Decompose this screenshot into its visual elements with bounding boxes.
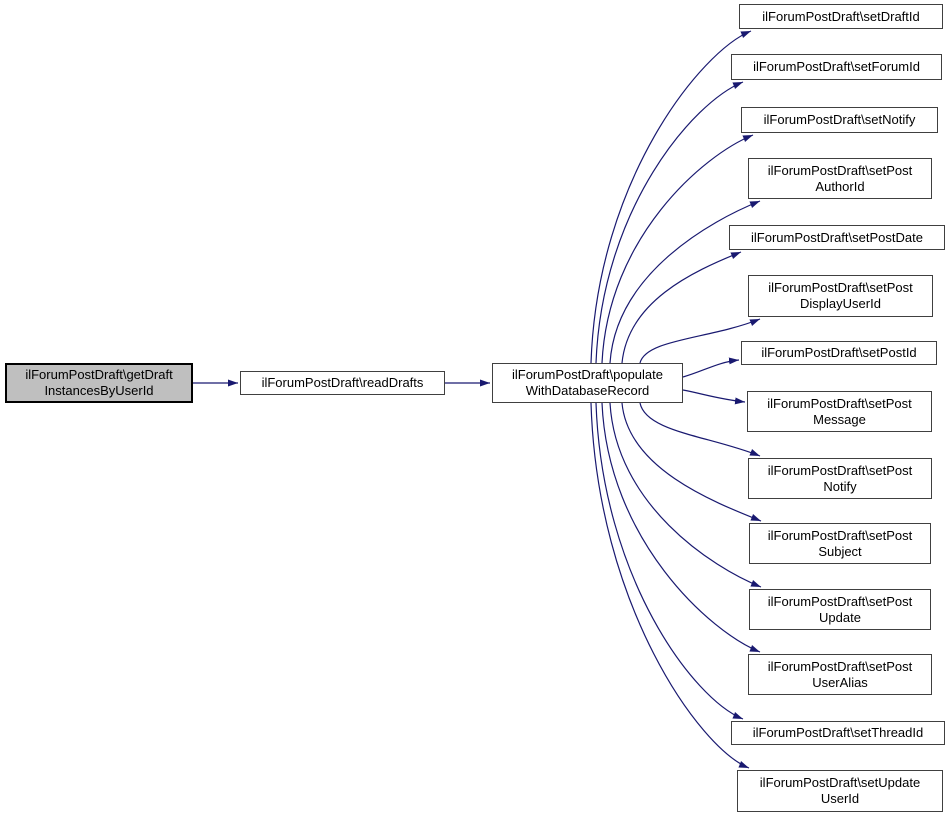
node-label-line: ilForumPostDraft\setPost	[767, 395, 912, 411]
node-label-line: Message	[813, 411, 866, 427]
node-label-line: ilForumPostDraft\setPostDate	[751, 229, 923, 245]
call-edge-populateWithDatabaseRecord-to-setPostUpdate	[609, 402, 762, 588]
graph-node-readDrafts[interactable]: ilForumPostDraft\readDrafts	[240, 371, 445, 395]
call-edge-populateWithDatabaseRecord-to-setPostSubject	[621, 402, 762, 522]
node-label-line: ilForumPostDraft\setPost	[767, 162, 913, 178]
node-label-line: ilForumPostDraft\setPost	[767, 527, 913, 543]
node-label-line: ilForumPostDraft\setPostId	[761, 345, 917, 360]
graph-node-setPostDate[interactable]: ilForumPostDraft\setPostDate	[729, 225, 945, 250]
node-label-line: DisplayUserId	[800, 296, 881, 311]
node-label-line: UserAlias	[812, 674, 868, 690]
node-label-line: Subject	[818, 543, 862, 559]
node-label-line: Notify	[823, 478, 857, 494]
call-edge-populateWithDatabaseRecord-to-setUpdateUserId	[590, 402, 750, 769]
call-edge-populateWithDatabaseRecord-to-setDraftId	[590, 30, 752, 364]
call-edge-populateWithDatabaseRecord-to-setPostDate	[621, 251, 742, 364]
node-label-line: ilForumPostDraft\setPost	[767, 593, 913, 609]
node-label-line: WithDatabaseRecord	[525, 383, 650, 398]
node-label-line: ilForumPostDraft\readDrafts	[261, 375, 424, 390]
call-edge-populateWithDatabaseRecord-to-setPostNotify	[639, 402, 761, 457]
node-label-line: ilForumPostDraft\setDraftId	[762, 8, 920, 24]
call-edge-populateWithDatabaseRecord-to-setForumId	[595, 81, 744, 364]
node-label-line: ilForumPostDraft\setForumId	[753, 59, 920, 74]
node-label-line: AuthorId	[815, 178, 865, 194]
node-label-line: ilForumPostDraft\getDraft	[25, 367, 173, 382]
call-edge-populateWithDatabaseRecord-to-setPostId	[682, 357, 740, 378]
node-label-line: ilForumPostDraft\setNotify	[763, 112, 916, 127]
graph-node-setNotify[interactable]: ilForumPostDraft\setNotify	[741, 107, 938, 133]
node-label-line: ilForumPostDraft\setUpdate	[759, 775, 921, 790]
node-label-line: ilForumPostDraft\populate	[511, 367, 663, 382]
graph-node-setForumId[interactable]: ilForumPostDraft\setForumId	[731, 54, 942, 80]
call-edge-populateWithDatabaseRecord-to-setPostUserAlias	[601, 402, 761, 653]
graph-node-setThreadId[interactable]: ilForumPostDraft\setThreadId	[731, 721, 945, 745]
node-label-line: UserId	[820, 791, 860, 806]
node-label-line: ilForumPostDraft\setPost	[767, 658, 913, 674]
node-label-line: ilForumPostDraft\setPost	[768, 280, 913, 295]
node-label-line: InstancesByUserId	[44, 383, 154, 398]
node-label-line: ilForumPostDraft\setPost	[767, 462, 913, 478]
node-label-line: Update	[819, 609, 861, 625]
call-edge-populateWithDatabaseRecord-to-setPostMessage	[682, 389, 746, 405]
call-edge-populateWithDatabaseRecord-to-setThreadId	[595, 402, 744, 720]
graph-node-setDraftId[interactable]: ilForumPostDraft\setDraftId	[739, 4, 943, 29]
node-label-line: ilForumPostDraft\setThreadId	[752, 725, 924, 740]
graph-node-setPostId[interactable]: ilForumPostDraft\setPostId	[741, 341, 937, 365]
